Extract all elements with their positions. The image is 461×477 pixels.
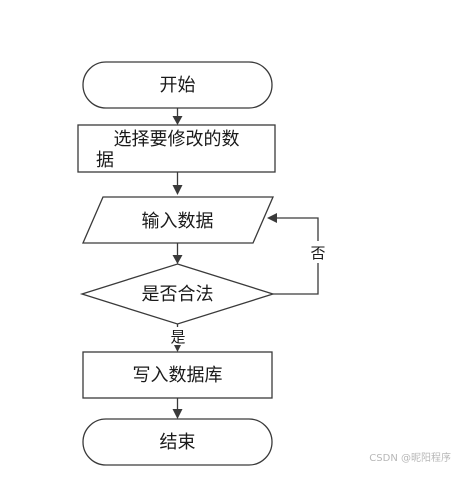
decision-node: 是否合法 (79, 263, 276, 325)
no-branch-label: 否 (310, 244, 325, 262)
arrow-write-to-end (172, 398, 183, 419)
start-node: 开始 (82, 61, 273, 109)
arrow-decision-yes: 是 (168, 324, 188, 352)
select-data-node-label-line1: 选择要修改的数 (114, 129, 240, 150)
arrow-start-to-select (172, 108, 183, 125)
yes-branch-label: 是 (170, 328, 185, 346)
write-db-node-label: 写入数据库 (133, 365, 223, 386)
arrow-input-to-decision (172, 243, 183, 264)
end-node: 结束 (82, 418, 273, 466)
write-db-node: 写入数据库 (82, 351, 273, 399)
arrow-decision-no-loop: 否 (267, 213, 328, 295)
select-data-node-shape (77, 124, 276, 173)
write-db-node-shape (82, 351, 273, 399)
input-data-node: 输入数据 (82, 196, 274, 244)
input-data-node-shape (82, 196, 274, 244)
end-node-shape (82, 418, 273, 466)
start-node-label: 开始 (160, 75, 196, 96)
end-node-label: 结束 (160, 432, 196, 453)
select-data-node: 选择要修改的数 据 (77, 124, 276, 173)
arrow-select-to-input (172, 172, 183, 195)
decision-node-label: 是否合法 (142, 284, 214, 305)
csdn-watermark: CSDN @昵阳程序 (369, 453, 451, 464)
select-data-node-label-line2: 据 (96, 150, 114, 171)
input-data-node-label: 输入数据 (142, 211, 214, 232)
